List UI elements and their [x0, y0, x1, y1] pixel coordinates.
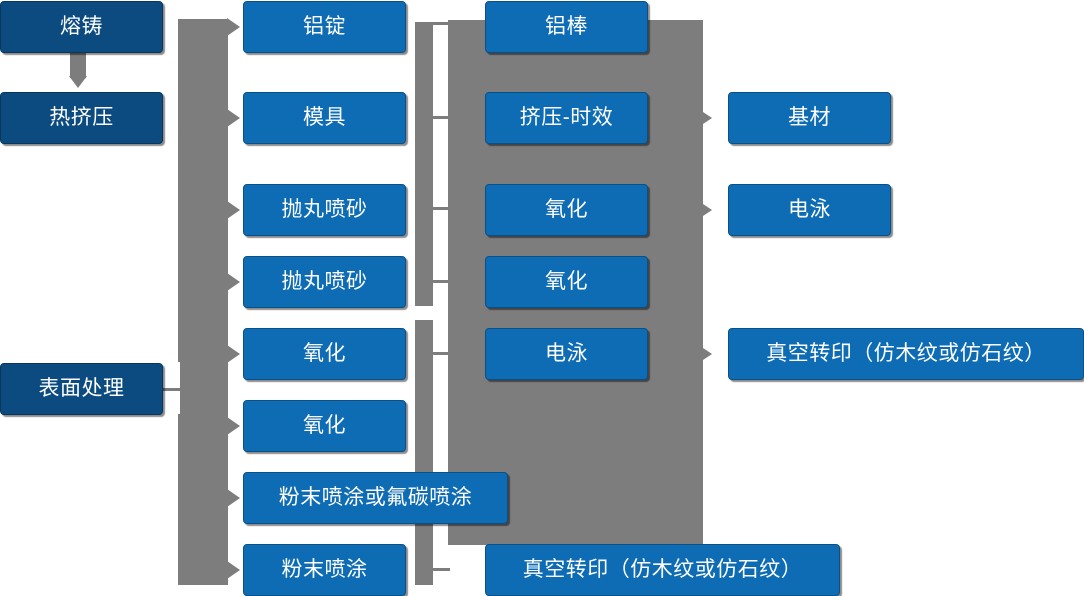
stage-melt-cast-label: 熔铸	[60, 15, 103, 39]
node-oxidation-c3-1[interactable]: 氧化	[485, 184, 648, 236]
connector-collector-bar-upper	[415, 22, 433, 306]
connector-melt-to-extrusion-arrow	[69, 76, 87, 88]
node-powder-or-pvdf-spray[interactable]: 粉末喷涂或氟碳喷涂	[243, 472, 508, 524]
trunk-arrow-4	[227, 273, 240, 291]
node-electrophoresis-c3-label: 电泳	[545, 342, 588, 366]
panel-stub-substrate	[697, 116, 705, 119]
node-mould-label: 模具	[303, 106, 346, 130]
node-extrusion-aging-label: 挤压-时效	[519, 106, 614, 130]
panel-stub-vacuum-transfer	[697, 352, 705, 355]
node-mould[interactable]: 模具	[243, 92, 406, 144]
node-electrophoresis-c3[interactable]: 电泳	[485, 328, 648, 380]
panel-arrow-electrophoresis	[703, 204, 712, 216]
stage-surface-treatment[interactable]: 表面处理	[0, 363, 163, 415]
trunk-arrow-7	[227, 489, 240, 507]
trunk-arrow-6	[227, 417, 240, 435]
stage-hot-extrusion[interactable]: 热挤压	[0, 92, 163, 144]
collector-rung-2	[432, 116, 450, 119]
node-powder-spray-label: 粉末喷涂	[281, 558, 368, 582]
node-oxidation-c2-1[interactable]: 氧化	[243, 328, 406, 380]
collector-rung-3	[432, 207, 450, 210]
collector-rung-5	[432, 352, 450, 355]
node-vacuum-transfer-c3[interactable]: 真空转印（仿木纹或仿石纹）	[485, 544, 840, 596]
connector-melt-to-extrusion-shaft	[70, 52, 86, 78]
node-powder-or-pvdf-spray-label: 粉末喷涂或氟碳喷涂	[278, 486, 473, 510]
node-electrophoresis-c4[interactable]: 电泳	[728, 184, 891, 236]
stage-surface-treatment-label: 表面处理	[38, 377, 125, 401]
connector-main-trunk	[178, 19, 228, 585]
node-shot-blasting-2[interactable]: 抛丸喷砂	[243, 256, 406, 308]
connector-surface-stub	[162, 388, 184, 391]
node-aluminum-bar[interactable]: 铝棒	[485, 1, 648, 53]
node-shot-blasting-1[interactable]: 抛丸喷砂	[243, 184, 406, 236]
connector-collector-bar-lower	[415, 320, 433, 585]
trunk-arrow-5	[227, 345, 240, 363]
trunk-arrow-3	[227, 201, 240, 219]
panel-arrow-substrate	[703, 112, 712, 124]
node-substrate-label: 基材	[788, 106, 831, 130]
node-powder-spray[interactable]: 粉末喷涂	[243, 544, 406, 596]
stage-melt-cast[interactable]: 熔铸	[0, 1, 163, 53]
node-substrate[interactable]: 基材	[728, 92, 891, 144]
node-oxidation-c2-2[interactable]: 氧化	[243, 400, 406, 452]
panel-stub-electrophoresis	[697, 208, 705, 211]
trunk-arrow-1	[227, 18, 240, 36]
node-vacuum-transfer-c3-label: 真空转印（仿木纹或仿石纹）	[522, 558, 803, 582]
panel-arrow-vacuum-transfer	[703, 348, 712, 360]
node-oxidation-c3-2[interactable]: 氧化	[485, 256, 648, 308]
node-shot-blasting-2-label: 抛丸喷砂	[281, 270, 368, 294]
collector-rung-6	[432, 568, 450, 571]
node-vacuum-transfer-c4-label: 真空转印（仿木纹或仿石纹）	[766, 342, 1046, 366]
node-shot-blasting-1-label: 抛丸喷砂	[281, 198, 368, 222]
node-oxidation-c3-2-label: 氧化	[545, 270, 588, 294]
trunk-arrow-8	[227, 561, 240, 579]
node-vacuum-transfer-c4[interactable]: 真空转印（仿木纹或仿石纹）	[728, 328, 1084, 380]
collector-rung-4	[432, 280, 450, 283]
node-oxidation-c2-2-label: 氧化	[303, 414, 346, 438]
node-aluminum-bar-label: 铝棒	[545, 15, 588, 39]
node-aluminum-ingot[interactable]: 铝锭	[243, 1, 406, 53]
node-oxidation-c3-1-label: 氧化	[545, 198, 588, 222]
node-extrusion-aging[interactable]: 挤压-时效	[485, 92, 648, 144]
collector-rung-1	[432, 22, 450, 25]
trunk-arrow-2	[227, 109, 240, 127]
node-electrophoresis-c4-label: 电泳	[788, 198, 831, 222]
node-aluminum-ingot-label: 铝锭	[303, 15, 346, 39]
node-oxidation-c2-1-label: 氧化	[303, 342, 346, 366]
stage-hot-extrusion-label: 热挤压	[49, 106, 114, 130]
